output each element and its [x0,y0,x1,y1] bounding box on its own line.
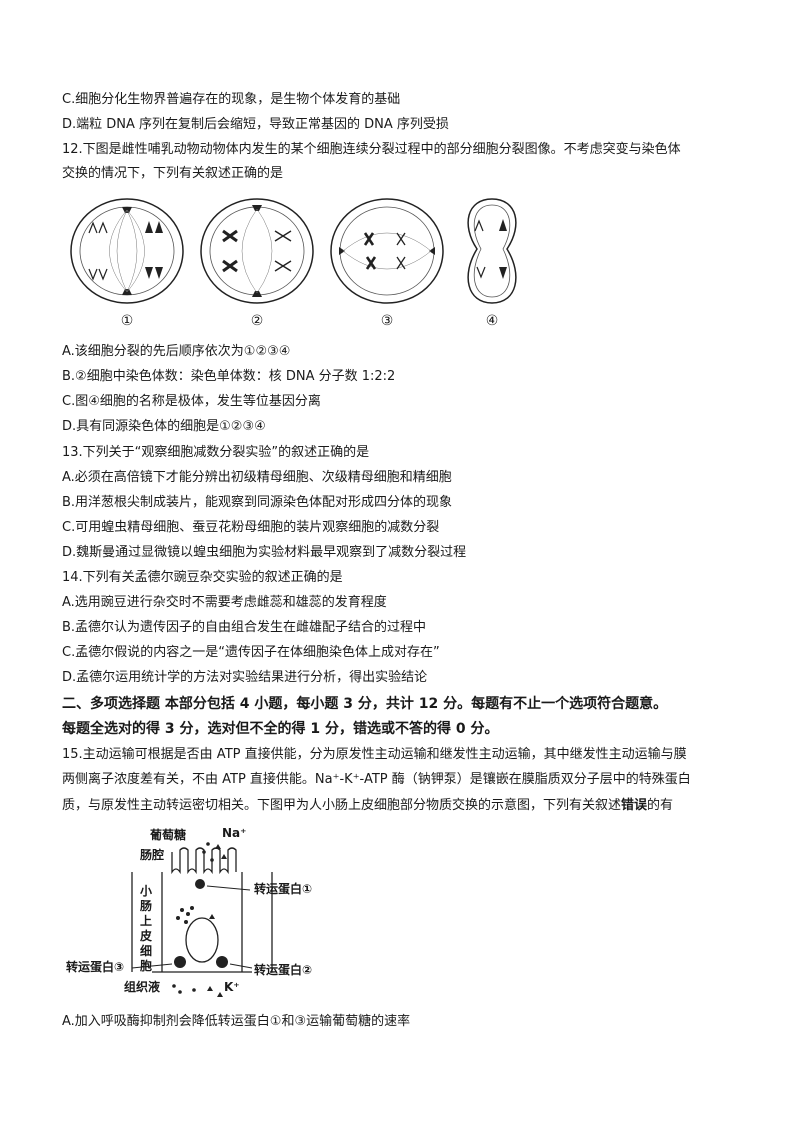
text-line: C.细胞分化生物界普遍存在的现象，是生物个体发育的基础 [62,92,401,107]
lumen-label: 肠腔 [140,848,165,862]
option-line: A.该细胞分裂的先后顺序依次为①②③④ [62,344,291,359]
cell-figure-4 [467,198,517,304]
option-line: A.加入呼吸酶抑制剂会降低转运蛋白①和③运输葡萄糖的速率 [62,1014,411,1029]
section-heading: 每题全选对的得 3 分，选对但不全的得 1 分，错选或不答的得 0 分。 [62,721,499,737]
sodium-label: Na⁺ [222,826,247,840]
tissue-fluid-label: 组织液 [124,980,161,994]
question-12-stem: 交换的情况下，下列有关叙述正确的是 [62,166,284,181]
transporter-3-label: 转运蛋白③ [66,960,125,974]
intestinal-cell-diagram: 葡萄糖 Na⁺ 肠腔 小肠上 皮细胞 转运蛋白① 转运蛋白② 转运蛋白③ 组织液… [62,822,362,1002]
cell-figure-3 [330,198,444,304]
option-line: B.孟德尔认为遗传因子的自由组合发生在雌雄配子结合的过程中 [62,620,427,635]
option-line: A.必须在高倍镜下才能分辨出初级精母细胞、次级精母细胞和精细胞 [62,470,452,485]
section-heading: 二、多项选择题 本部分包括 4 小题，每小题 3 分，共计 12 分。每题有不止… [62,696,668,712]
figure-label: ① [120,313,134,329]
glucose-label: 葡萄糖 [150,828,187,842]
question-15-stem: 两侧离子浓度差有关，不由 ATP 直接供能。Na⁺-K⁺-ATP 酶（钠钾泵）是… [62,772,691,787]
question-12-stem: 12.下图是雌性哺乳动物动物体内发生的某个细胞连续分裂过程中的部分细胞分裂图像。… [62,142,681,157]
question-13-stem: 13.下列关于“观察细胞减数分裂实验”的叙述正确的是 [62,445,370,460]
option-line: C.可用蝗虫精母细胞、蚕豆花粉母细胞的装片观察细胞的减数分裂 [62,520,440,535]
cell-division-figures: ① ② ③ ④ [62,195,522,335]
cell-label: 小肠上 皮细胞 [140,884,153,973]
option-line: B.②细胞中染色体数：染色单体数：核 DNA 分子数 1:2:2 [62,369,396,384]
question-15-stem: 质，与原发性主动转运密切相关。下图甲为人小肠上皮细胞部分物质交换的示意图，下列有… [62,798,674,813]
option-line: C.图④细胞的名称是极体，发生等位基因分离 [62,394,321,409]
figure-label: ② [250,313,264,329]
question-14-stem: 14.下列有关孟德尔豌豆杂交实验的叙述正确的是 [62,570,343,585]
potassium-label: K⁺ [224,980,240,994]
question-15-stem: 15.主动运输可根据是否由 ATP 直接供能，分为原发性主动运输和继发性主动运输… [62,747,687,762]
figure-label: ④ [485,313,499,329]
option-line: D.具有同源染色体的细胞是①②③④ [62,419,266,434]
option-line: B.用洋葱根尖制成装片，能观察到同源染色体配对形成四分体的现象 [62,495,453,510]
option-line: C.孟德尔假说的内容之一是“遗传因子在体细胞染色体上成对存在” [62,645,440,660]
text-line: D.端粒 DNA 序列在复制后会缩短，导致正常基因的 DNA 序列受损 [62,117,449,132]
cell-drawing [131,842,273,997]
cell-figure-1 [70,198,184,304]
option-line: D.孟德尔运用统计学的方法对实验结果进行分析，得出实验结论 [62,670,428,685]
transporter-2-label: 转运蛋白② [254,963,313,977]
transporter-1-label: 转运蛋白① [254,882,313,896]
cell-figure-2 [200,198,314,304]
option-line: A.选用豌豆进行杂交时不需要考虑雌蕊和雄蕊的发育程度 [62,595,387,610]
option-line: D.魏斯曼通过显微镜以蝗虫细胞为实验材料最早观察到了减数分裂过程 [62,545,467,560]
figure-label: ③ [380,313,394,329]
